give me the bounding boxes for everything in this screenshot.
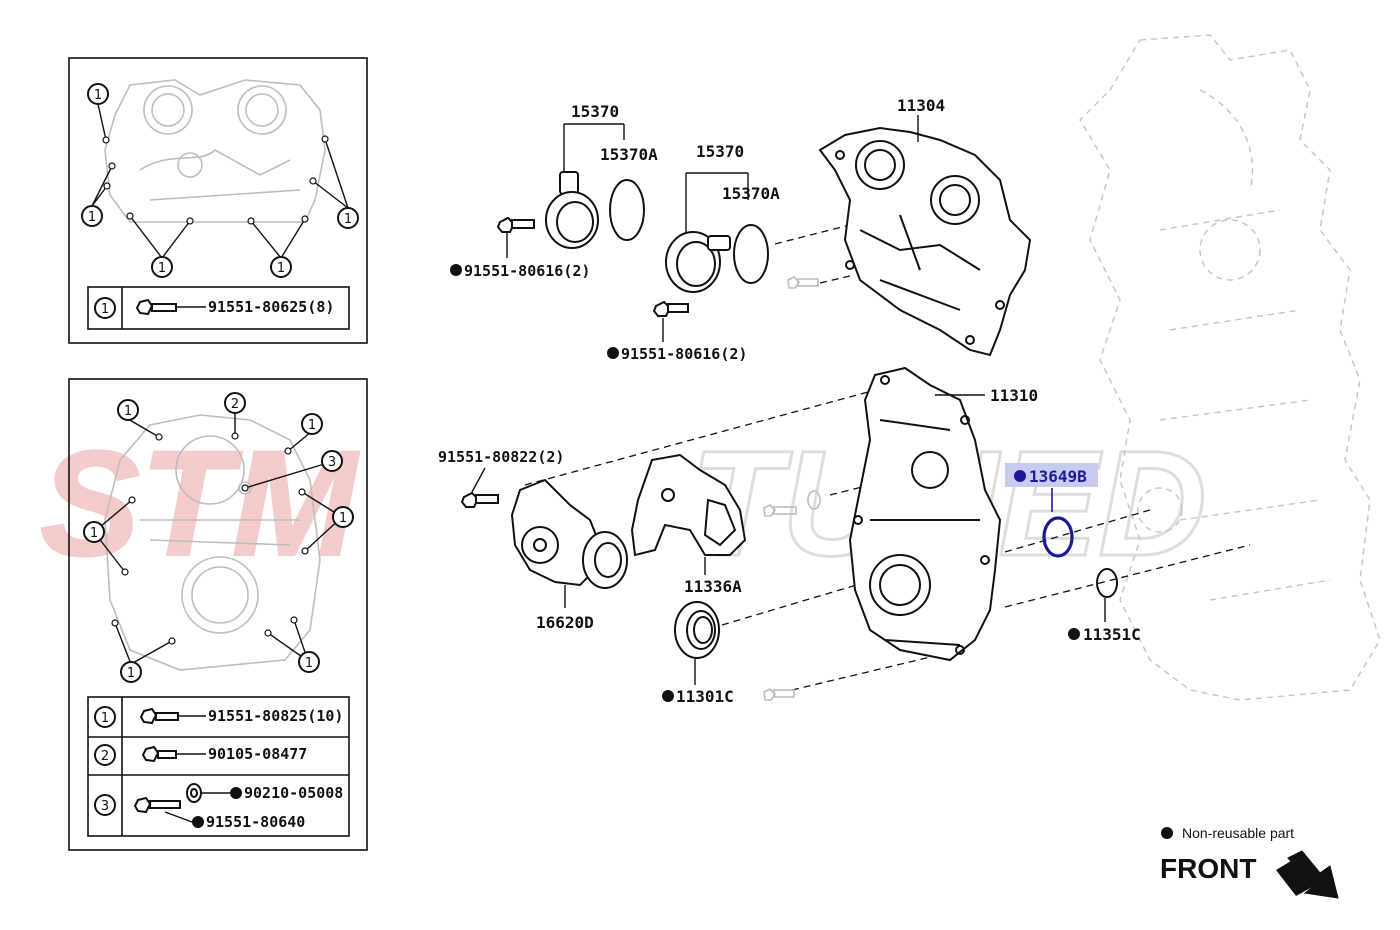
label-13649B-highlight: 13649B [1005,463,1098,487]
ghost-bolt-11310-lower [763,688,795,701]
svg-text:1: 1 [308,418,316,433]
front-label: FRONT [1160,853,1256,884]
bolt-icon [141,745,177,763]
svg-text:1: 1 [101,302,109,317]
label-15370-a: 15370 [571,102,619,121]
engine-block-ghost [1079,34,1381,701]
o-ring-11351C [1096,568,1118,622]
non-reusable-dot [192,816,204,828]
ghost-bolt-11304 [787,276,819,289]
svg-text:1: 1 [127,666,135,681]
legend: Non-reusable part FRONT [1160,825,1339,899]
chain-guide-11336A [630,453,747,575]
label-15370A-b: 15370A [722,184,780,203]
svg-text:91551-80825(10): 91551-80825(10) [208,707,343,725]
non-reusable-dot [1068,628,1080,640]
inset-top-points [102,135,329,225]
timing-chain-cover-11310 [848,366,1002,662]
inset-top: 1 1 1 1 1 1 91551-80625(8) [68,57,368,344]
label-91551-80822: 91551-80822(2) [438,448,564,466]
svg-text:91551-80640: 91551-80640 [206,813,305,831]
label-91551-80616-a: 91551-80616(2) [464,262,590,280]
svg-text:1: 1 [339,511,347,526]
label-11301C: 11301C [676,687,734,706]
ghost-bolt-11310 [763,490,821,517]
inset-top-part-number: 91551-80625(8) [208,298,334,316]
bolt-icon [135,298,177,316]
svg-text:1: 1 [124,404,132,419]
bolt-91551-80822 [460,467,499,508]
label-11336A: 11336A [684,577,742,596]
inset-top-leaders [91,103,349,259]
oil-seal-11301C [674,601,720,685]
svg-text:1: 1 [158,261,166,276]
svg-text:1: 1 [88,210,96,225]
label-91551-80616-b: 91551-80616(2) [621,345,747,363]
svg-text:1: 1 [305,656,313,671]
svg-text:90210-05008: 90210-05008 [244,784,343,802]
svg-text:90105-08477: 90105-08477 [208,745,307,763]
inset-top-callouts: 1 1 1 1 1 [81,83,359,278]
svg-text:1: 1 [277,261,285,276]
washer-icon [186,783,202,803]
legend-non-reusable: Non-reusable part [1182,825,1294,841]
svg-text:1: 1 [344,212,352,227]
front-arrow-icon [1276,850,1339,899]
non-reusable-dot [450,264,462,276]
label-11310: 11310 [990,386,1038,405]
label-11304: 11304 [897,96,945,115]
inset-bottom-table: 1 91551-80825(10) 2 90105-08477 3 [87,696,350,837]
bolt-icon [139,707,179,725]
inset-top-ghost-cover [104,79,326,223]
inset-top-table: 1 91551-80625(8) [87,286,350,330]
o-ring-13649B [1042,488,1074,558]
inset-bottom-ghost-cover [104,414,321,671]
label-11351C: 11351C [1083,625,1141,644]
non-reusable-dot [607,347,619,359]
bolt-icon [133,796,181,814]
label-15370A-a: 15370A [600,145,658,164]
label-13649B: 13649B [1029,467,1087,486]
svg-text:1: 1 [101,711,109,726]
non-reusable-dot [230,787,242,799]
non-reusable-dot [662,690,674,702]
svg-text:2: 2 [231,397,239,412]
timing-cover-11304 [818,115,1032,357]
inset-bottom-callouts: 1 2 1 3 1 1 1 1 [83,392,354,683]
bolt-91551-80616-a [496,216,535,258]
svg-text:2: 2 [101,749,109,764]
inset-bottom-points [111,432,309,645]
inset-bottom: 1 2 1 3 1 1 1 1 1 91551-80825(10) 2 [68,378,368,851]
svg-text:3: 3 [328,455,336,470]
svg-text:1: 1 [90,526,98,541]
oil-control-valve-b [665,172,769,293]
non-reusable-dot [1014,470,1026,482]
label-16620D: 16620D [536,613,594,632]
bolt-91551-80616-b [652,300,689,342]
svg-text:1: 1 [94,88,102,103]
auto-tensioner-16620D [510,478,628,608]
svg-text:3: 3 [101,799,109,814]
oil-control-valve-a [545,123,645,249]
non-reusable-dot [1161,827,1173,839]
label-15370-b: 15370 [696,142,744,161]
